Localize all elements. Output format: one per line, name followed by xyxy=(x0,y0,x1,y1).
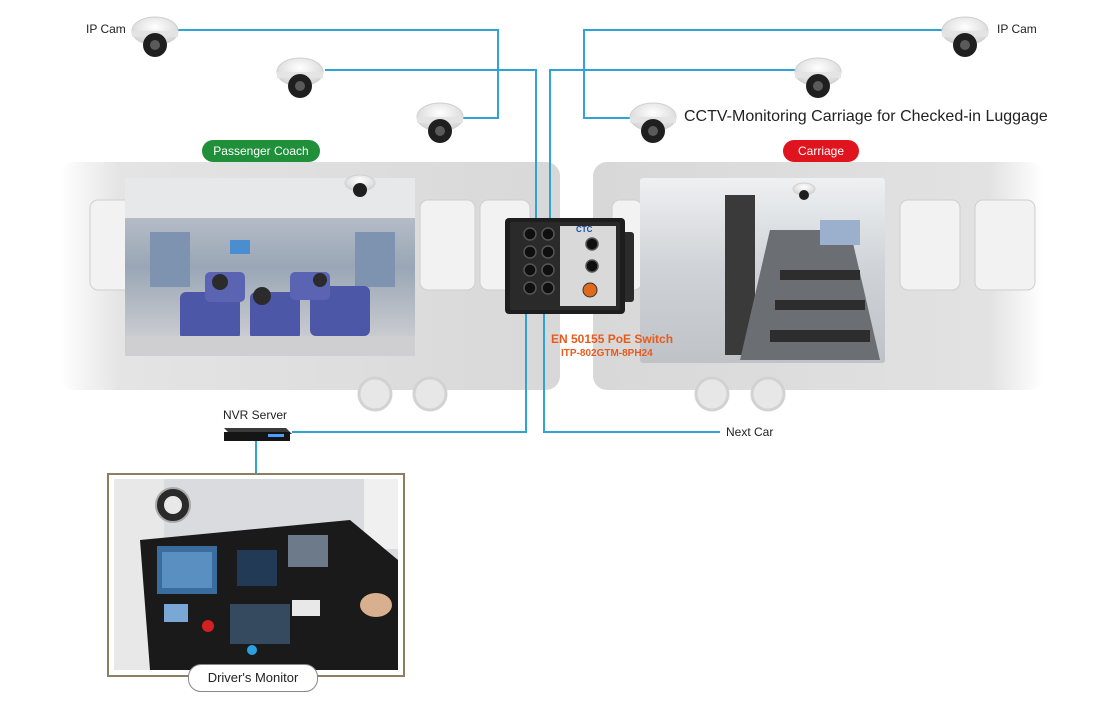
ip-camera-right-2 xyxy=(795,58,841,98)
ip-camera-right-3 xyxy=(630,103,676,143)
ip-camera-left-1 xyxy=(132,17,178,57)
drivers-monitor-caption: Driver's Monitor xyxy=(188,664,318,692)
carriage-photo xyxy=(640,178,885,363)
switch-brand-text: CTC xyxy=(576,225,593,234)
nvr-server-icon xyxy=(224,428,292,441)
passenger-coach-pill: Passenger Coach xyxy=(202,140,320,162)
nvr-server-label: NVR Server xyxy=(223,408,287,422)
drivers-monitor-photo xyxy=(108,474,404,676)
next-car-label: Next Car xyxy=(726,425,773,439)
cctv-carriage-title: CCTV-Monitoring Carriage for Checked-in … xyxy=(684,108,1048,126)
ip-camera-left-2 xyxy=(277,58,323,98)
passenger-coach-photo xyxy=(125,178,415,356)
luggage-carriage-car xyxy=(593,162,1043,410)
switch-title: EN 50155 PoE Switch xyxy=(551,332,673,346)
ip-cam-left-label: IP Cam xyxy=(86,22,126,36)
carriage-pill: Carriage xyxy=(783,140,859,162)
ip-cam-right-label: IP Cam xyxy=(997,22,1037,36)
ip-camera-left-3 xyxy=(417,103,463,143)
link-cam-r1 xyxy=(584,30,942,118)
poe-switch-icon: CTC xyxy=(505,218,634,314)
ip-camera-right-1 xyxy=(942,17,988,57)
passenger-coach-car xyxy=(60,162,560,410)
switch-model: ITP-802GTM-8PH24 xyxy=(561,348,653,359)
